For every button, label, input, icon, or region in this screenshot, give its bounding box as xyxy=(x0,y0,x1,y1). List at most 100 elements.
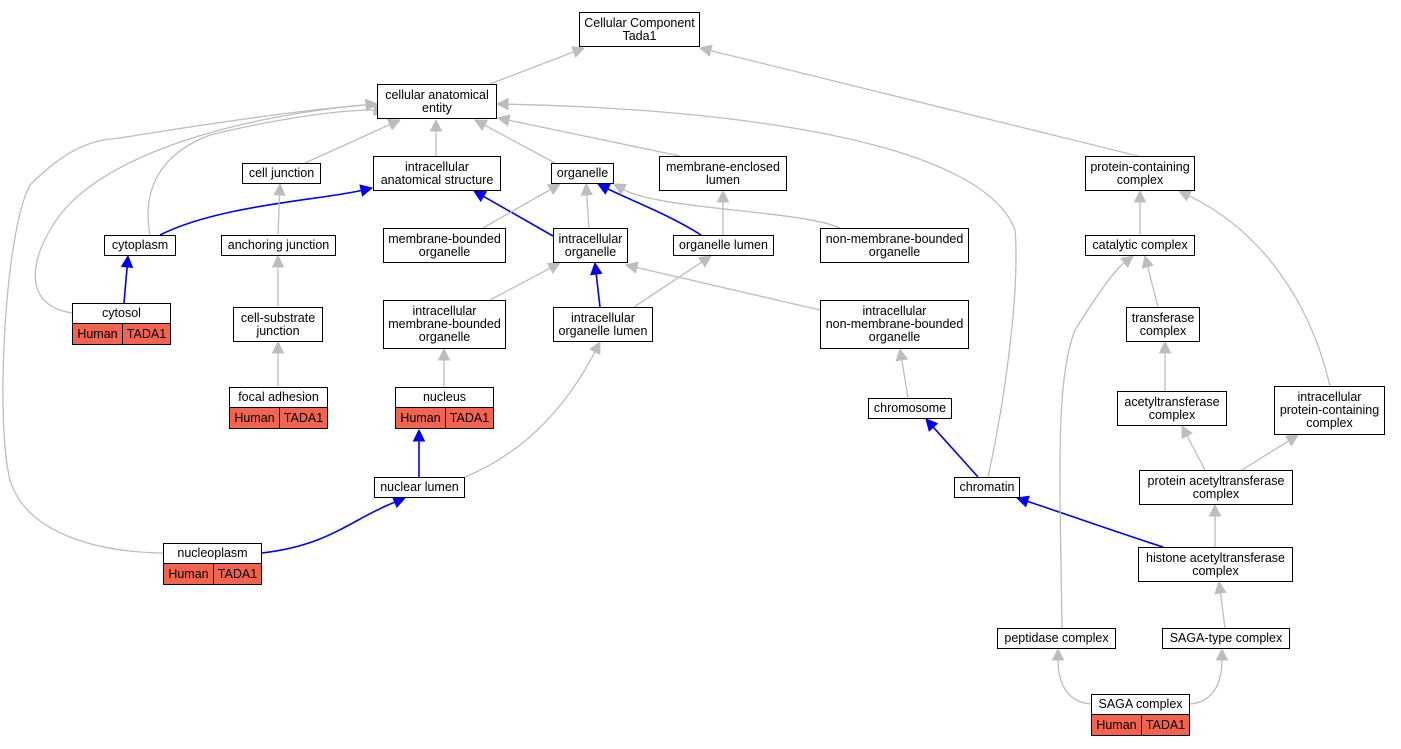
node-cc[interactable]: catalytic complex xyxy=(1085,235,1195,256)
node-aj[interactable]: anchoring junction xyxy=(221,235,336,256)
node-iol[interactable]: intracellular organelle lumen xyxy=(553,307,653,342)
arrowhead-mel-to-cae xyxy=(496,114,511,127)
node-root[interactable]: Cellular Component Tada1 xyxy=(579,12,700,47)
arrowhead-saga_type-to-hatc xyxy=(1214,580,1227,595)
node-tc[interactable]: transferase complex xyxy=(1126,307,1200,342)
node-mel[interactable]: membrane-enclosed lumen xyxy=(659,156,787,191)
arrowhead-hatc-to-patc xyxy=(1208,503,1222,517)
node-saga[interactable]: SAGA complex xyxy=(1091,694,1190,715)
species-label: Human xyxy=(234,411,275,425)
node-hatc[interactable]: histone acetyltransferase complex xyxy=(1138,547,1293,582)
node-io[interactable]: intracellular organelle xyxy=(553,228,628,263)
arrowhead-cytosol-to-cyto xyxy=(120,254,134,268)
node-imbo[interactable]: intracellular membrane-bounded organelle xyxy=(383,300,506,349)
arrowhead-atc-to-tc xyxy=(1158,340,1172,354)
edge-inmbo-to-io xyxy=(636,266,821,311)
edge-hatc-to-chromatin xyxy=(1027,500,1164,548)
edge-chromatin-to-chrom xyxy=(932,426,979,478)
edge-org-to-cae xyxy=(484,124,556,164)
edge-nucleoplasm-to-cae xyxy=(2,104,367,554)
arrowhead-ias-to-cae xyxy=(429,118,443,132)
arrowhead-nl-to-iol xyxy=(589,341,601,356)
arrowhead-inmbo-to-io xyxy=(624,261,639,274)
node-ias[interactable]: intracellular anatomical structure xyxy=(373,156,501,191)
edge-ipcc-to-pcc xyxy=(1188,195,1331,387)
node-nl[interactable]: nuclear lumen xyxy=(374,477,465,498)
node-patc[interactable]: protein acetyltransferase complex xyxy=(1139,470,1293,505)
node-inmbo[interactable]: intracellular non-membrane-bounded organ… xyxy=(820,300,969,349)
node-chrom[interactable]: chromosome xyxy=(868,398,952,419)
edge-cyto-to-cae xyxy=(147,109,375,236)
arrowhead-tc-to-cc xyxy=(1141,254,1154,269)
arrowhead-chromatin-to-chrom xyxy=(925,418,939,432)
arrowhead-mbo-to-org xyxy=(546,183,561,196)
node-ipcc[interactable]: intracellular protein-containing complex xyxy=(1274,386,1385,435)
arrowhead-fa-to-csj xyxy=(271,340,285,354)
node-pcc[interactable]: protein-containing complex xyxy=(1085,156,1195,191)
arrowhead-nuc-to-imbo xyxy=(437,347,451,361)
gene-label: TADA1 xyxy=(444,408,493,428)
arrowhead-cj-to-cae xyxy=(386,118,402,131)
node-pepc[interactable]: peptidase complex xyxy=(997,628,1116,649)
edge-mbo-to-org xyxy=(482,188,551,229)
edge-patc-to-ipcc xyxy=(1241,440,1290,471)
node-saga_type[interactable]: SAGA-type complex xyxy=(1162,628,1290,649)
species-label: Human xyxy=(168,567,209,581)
node-ol[interactable]: organelle lumen xyxy=(673,235,774,256)
arrowhead-cyto-to-ias xyxy=(359,184,374,197)
edge-saga-to-pepc xyxy=(1057,659,1092,705)
arrowhead-pepc-to-cc xyxy=(1120,255,1134,269)
edge-iol-to-io xyxy=(595,273,601,308)
edge-patc-to-atc xyxy=(1186,435,1206,471)
edge-saga_type-to-hatc xyxy=(1219,592,1226,629)
node-csj[interactable]: cell-substrate junction xyxy=(233,307,323,342)
node-cytosol[interactable]: cytosol xyxy=(72,303,171,324)
edge-nl-to-iol xyxy=(464,351,596,478)
arrowhead-saga-to-pepc xyxy=(1051,647,1065,661)
gene-label: TADA1 xyxy=(212,564,261,584)
edge-io-to-ias xyxy=(483,195,554,237)
edge-nmbo-to-org xyxy=(623,188,841,229)
arrowhead-imbo-to-io xyxy=(546,262,561,274)
edge-aj-to-cj xyxy=(277,194,281,236)
arrowhead-iol-to-ol xyxy=(697,255,712,268)
arrowhead-org-to-cae xyxy=(474,119,489,132)
arrowhead-cae-to-root xyxy=(571,46,586,59)
node-chromatin[interactable]: chromatin xyxy=(954,477,1020,498)
node-cj[interactable]: cell junction xyxy=(242,163,321,184)
edge-pepc-to-cc xyxy=(1059,262,1125,629)
arrowhead-csj-to-aj xyxy=(271,254,285,268)
gene-label: TADA1 xyxy=(1140,715,1189,735)
edge-cytosol-to-cyto xyxy=(123,266,128,304)
edge-io-to-org xyxy=(586,194,590,229)
edge-cyto-to-ias xyxy=(159,189,362,236)
node-mbo[interactable]: membrane-bounded organelle xyxy=(383,228,506,263)
arrowhead-chromatin-to-cae xyxy=(495,97,509,111)
species-label: Human xyxy=(77,327,118,341)
arrowhead-saga-to-saga_type xyxy=(1215,647,1229,661)
node-nucleoplasm[interactable]: nucleoplasm xyxy=(163,543,262,564)
arrowhead-pcc-to-root xyxy=(698,44,713,57)
arrowhead-ol-to-org xyxy=(596,183,612,195)
node-fa[interactable]: focal adhesion xyxy=(229,387,328,408)
arrowhead-nucleoplasm-to-cae xyxy=(365,98,379,112)
arrowhead-io-to-org xyxy=(580,182,594,196)
arrowhead-ol-to-mel xyxy=(716,189,730,203)
gene-label: TADA1 xyxy=(121,324,170,344)
edge-chrom-to-inmbo xyxy=(901,359,909,399)
arrowhead-aj-to-cj xyxy=(273,182,286,196)
arrowhead-hatc-to-chromatin xyxy=(1015,495,1030,508)
node-cyto[interactable]: cytoplasm xyxy=(104,235,176,256)
node-nmbo[interactable]: non-membrane-bounded organelle xyxy=(820,228,969,263)
node-nuc[interactable]: nucleus xyxy=(395,387,494,408)
node-atc[interactable]: acetyltransferase complex xyxy=(1117,391,1227,426)
arrowhead-iol-to-io xyxy=(590,261,603,276)
edge-cj-to-cae xyxy=(304,123,391,164)
edge-pcc-to-root xyxy=(710,49,1139,157)
node-org[interactable]: organelle xyxy=(551,163,614,184)
node-cae[interactable]: cellular anatomical entity xyxy=(377,84,497,119)
